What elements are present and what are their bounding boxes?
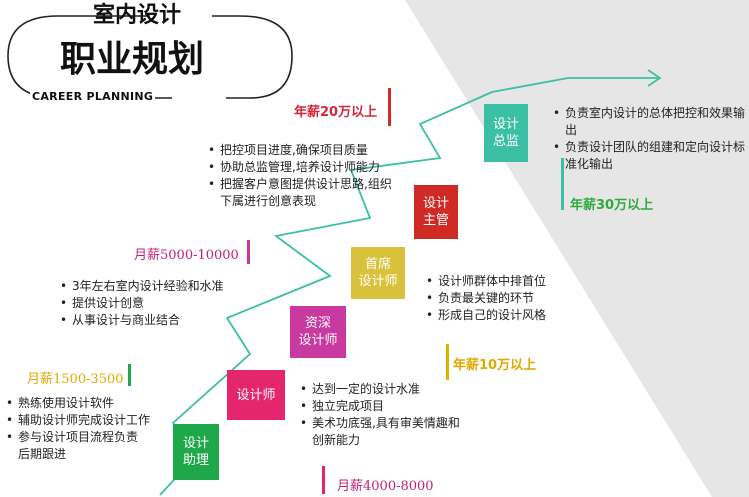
salary-senior: 月薪5000-10000 bbox=[134, 248, 239, 263]
salary-marker-director bbox=[561, 158, 564, 210]
subtitle: CAREER PLANNING bbox=[30, 90, 156, 103]
list-item: 负责最关键的环节 bbox=[426, 290, 626, 307]
position-manager: 设计 主管 bbox=[414, 185, 458, 239]
salary-designer: 月薪4000-8000 bbox=[337, 479, 434, 494]
list-item: 美术功底强,具有审美情趣和创新能力 bbox=[300, 415, 462, 449]
list-item: 提供设计创意 bbox=[60, 295, 270, 312]
position-director: 设计 总监 bbox=[484, 104, 528, 162]
list-item: 负责室内设计的总体把控和效果输出 bbox=[553, 105, 745, 139]
duties-senior: 3年左右室内设计经验和水准 提供设计创意 从事设计与商业结合 bbox=[60, 278, 270, 329]
list-item: 协助总监管理,培养设计师能力 bbox=[208, 159, 408, 176]
list-item: 独立完成项目 bbox=[300, 398, 470, 415]
salary-marker-designer bbox=[322, 466, 325, 494]
duties-designer: 达到一定的设计水准 独立完成项目 美术功底强,具有审美情趣和创新能力 bbox=[300, 381, 470, 449]
position-designer: 设计师 bbox=[227, 370, 285, 420]
salary-manager: 年薪20万以上 bbox=[294, 105, 378, 120]
duties-manager: 把控项目进度,确保项目质量 协助总监管理,培养设计师能力 把握客户意图提供设计思… bbox=[208, 142, 408, 210]
salary-marker-senior bbox=[247, 240, 250, 264]
salary-marker-chief bbox=[446, 344, 449, 380]
salary-director: 年薪30万以上 bbox=[570, 198, 654, 213]
salary-marker-manager bbox=[388, 88, 391, 126]
salary-chief: 年薪10万以上 bbox=[453, 358, 537, 373]
duties-chief: 设计师群体中排首位 负责最关键的环节 形成自己的设计风格 bbox=[426, 273, 626, 324]
salary-marker-assistant bbox=[128, 364, 131, 386]
position-assistant: 设计 助理 bbox=[173, 424, 219, 480]
list-item: 设计师群体中排首位 bbox=[426, 273, 626, 290]
list-item: 熟练使用设计软件 bbox=[6, 395, 156, 412]
duties-director: 负责室内设计的总体把控和效果输出 负责设计团队的组建和定向设计标准化输出 bbox=[553, 105, 745, 173]
page-title: 职业规划 bbox=[60, 39, 205, 80]
list-item: 达到一定的设计水准 bbox=[300, 381, 470, 398]
position-senior: 资深 设计师 bbox=[290, 306, 346, 358]
list-item: 形成自己的设计风格 bbox=[426, 307, 626, 324]
zigzag-path bbox=[159, 77, 658, 496]
list-item: 从事设计与商业结合 bbox=[60, 312, 270, 329]
list-item: 负责设计团队的组建和定向设计标准化输出 bbox=[553, 139, 745, 173]
position-chief: 首席 设计师 bbox=[351, 247, 405, 299]
duties-assistant: 熟练使用设计软件 辅助设计师完成设计工作 参与设计项目流程负责后期跟进 bbox=[6, 395, 156, 463]
list-item: 辅助设计师完成设计工作 bbox=[6, 412, 156, 429]
list-item: 参与设计项目流程负责后期跟进 bbox=[6, 429, 138, 463]
salary-assistant: 月薪1500-3500 bbox=[27, 372, 124, 387]
list-item: 把握客户意图提供设计思路,组织下属进行创意表现 bbox=[208, 176, 398, 210]
arrow-head bbox=[647, 69, 662, 87]
title-top: 室内设计 bbox=[93, 3, 182, 28]
list-item: 把控项目进度,确保项目质量 bbox=[208, 142, 408, 159]
list-item: 3年左右室内设计经验和水准 bbox=[60, 278, 270, 295]
